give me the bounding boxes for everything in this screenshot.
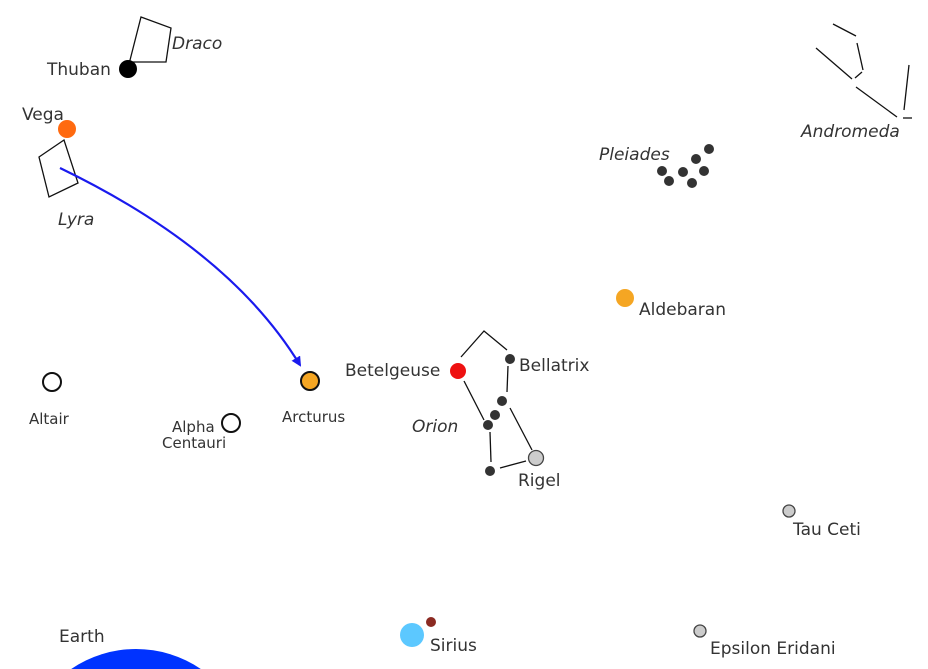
- aldebaran-star[interactable]: [616, 289, 634, 307]
- bellatrix-star[interactable]: [505, 354, 515, 364]
- orion-lines: [460, 330, 533, 469]
- bellatrix-label: Bellatrix: [519, 356, 589, 376]
- thuban-star[interactable]: [119, 60, 137, 78]
- arcturus-label: Arcturus: [282, 408, 345, 426]
- earth-planet[interactable]: [71, 649, 201, 669]
- saiph-star[interactable]: [485, 466, 495, 476]
- lyra-lines: [38, 138, 79, 198]
- vega-star[interactable]: [58, 120, 76, 138]
- sirius-star[interactable]: [400, 623, 424, 647]
- betelgeuse-star[interactable]: [450, 363, 466, 379]
- aldebaran-label: Aldebaran: [639, 300, 726, 320]
- alpha-centauri-star[interactable]: [221, 413, 241, 433]
- alpha-centauri-label-1: Alpha: [172, 418, 215, 436]
- altair-label: Altair: [29, 410, 70, 428]
- rigel-label: Rigel: [518, 471, 561, 491]
- orion-belt-star[interactable]: [497, 396, 507, 406]
- pleiades-cluster: [657, 144, 714, 188]
- orion-belt-star[interactable]: [483, 420, 493, 430]
- alpha-centauri-label-2: Centauri: [162, 434, 226, 452]
- pleiades-label: Pleiades: [599, 145, 670, 165]
- rigel-star[interactable]: [527, 449, 545, 467]
- thuban-label: Thuban: [46, 60, 111, 80]
- motion-arrow: [59, 167, 302, 367]
- epsilon-eridani-label: Epsilon Eridani: [710, 639, 836, 659]
- draco-lines: [127, 16, 172, 69]
- epsilon-eridani-star[interactable]: [693, 624, 707, 638]
- altair-star[interactable]: [42, 372, 62, 392]
- andromeda-lines: [815, 23, 912, 119]
- draco-label: Draco: [172, 34, 222, 54]
- andromeda-label: Andromeda: [800, 122, 900, 142]
- arcturus-star[interactable]: [300, 371, 320, 391]
- sirius-label: Sirius: [430, 636, 477, 656]
- betelgeuse-label: Betelgeuse: [345, 361, 440, 381]
- vega-label: Vega: [22, 105, 64, 125]
- earth-label: Earth: [59, 627, 105, 647]
- sirius-b-star[interactable]: [426, 617, 436, 627]
- tau-ceti-star[interactable]: [782, 504, 796, 518]
- tau-ceti-label: Tau Ceti: [792, 520, 861, 540]
- orion-label: Orion: [412, 417, 458, 437]
- lyra-label: Lyra: [58, 210, 94, 230]
- orion-belt-star[interactable]: [490, 410, 500, 420]
